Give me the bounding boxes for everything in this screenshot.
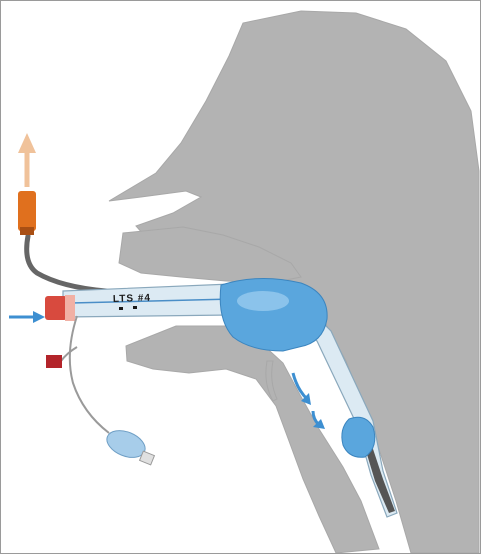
distal-cuff	[342, 417, 375, 457]
ventilation-connector[interactable]	[9, 295, 75, 323]
connector-body	[45, 296, 67, 320]
suction-port	[18, 191, 36, 231]
suction-port-cap	[20, 227, 34, 235]
inflow-arrow-head	[33, 311, 45, 323]
connector-ring	[65, 295, 75, 321]
suction-tube	[27, 236, 106, 291]
pilot-tab	[46, 355, 62, 368]
proximal-cuff-highlight	[237, 291, 289, 311]
cuff-pilot-assembly	[46, 316, 154, 465]
tube-depth-mark	[133, 306, 137, 309]
tube-depth-mark	[119, 307, 123, 310]
suction-arrow-head	[18, 133, 36, 153]
tube-marking: LTS #4	[113, 293, 151, 305]
gastric-suction-line	[18, 133, 106, 291]
pilot-line	[70, 316, 109, 433]
